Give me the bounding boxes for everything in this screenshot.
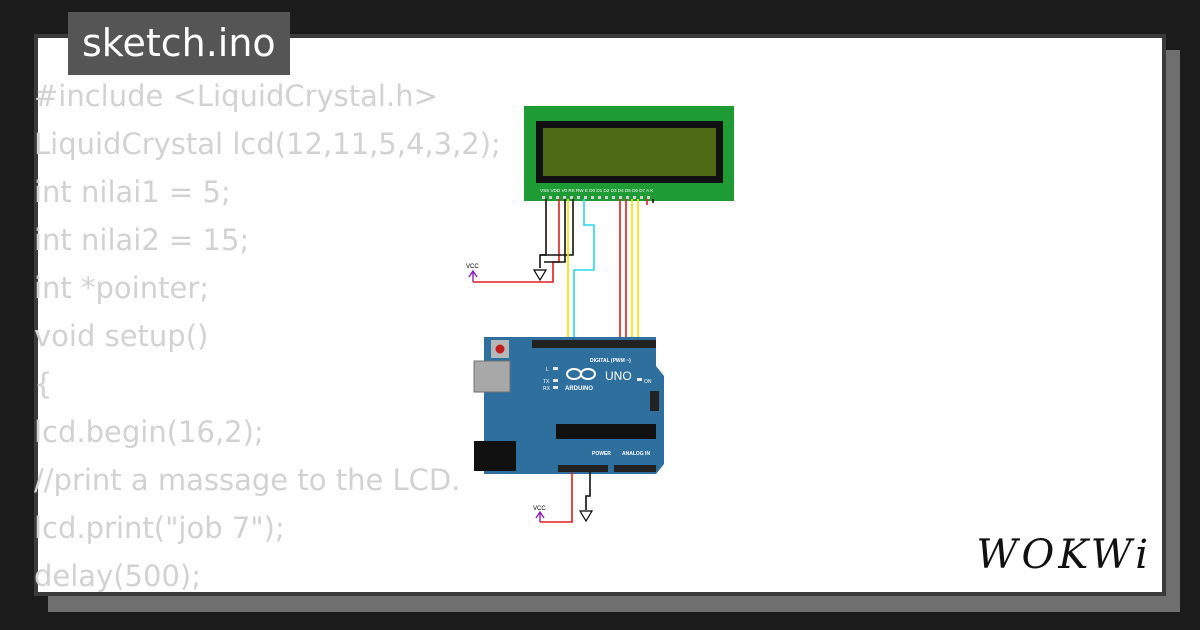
code-line: int nilai2 = 15;: [34, 223, 250, 257]
analog-label: ANALOG IN: [622, 451, 650, 457]
vcc-symbol-2: VCC: [533, 506, 546, 522]
lcd-pin-labels: VSS VDD V0 RS RW E D0 D1 D2 D3 D4 D5 D6 …: [540, 188, 654, 193]
microcontroller-chip: [556, 424, 656, 439]
code-line: lcd.print("job 7");: [34, 511, 285, 545]
status-leds: [553, 367, 642, 389]
lcd-power-wires: [473, 199, 654, 283]
lcd-screen: [543, 128, 716, 176]
code-line: #include <LiquidCrystal.h>: [34, 79, 438, 113]
code-line: LiquidCrystal lcd(12,11,5,4,3,2);: [34, 127, 501, 161]
lcd-pin-row: [542, 196, 650, 199]
svg-text:VCC: VCC: [533, 506, 546, 512]
arduino-board: [484, 337, 664, 474]
digital-header: [532, 340, 656, 348]
board-brand: ARDUINO: [565, 386, 593, 392]
reset-button-cap: [495, 344, 505, 354]
code-line: //print a massage to the LCD.: [34, 463, 461, 497]
signal-wires: [567, 199, 639, 340]
on-led-label: ON: [644, 379, 652, 385]
power-header: [558, 465, 608, 472]
led-tx-label: TX: [543, 379, 550, 385]
code-preview: #include <LiquidCrystal.h> LiquidCrystal…: [34, 72, 501, 600]
icsp-header: [650, 391, 659, 411]
code-line: {: [34, 367, 53, 401]
code-line: int nilai1 = 5;: [34, 175, 231, 209]
code-line: lcd.begin(16,2);: [34, 415, 264, 449]
ground-symbol-2: [578, 510, 594, 523]
board-model: UNO: [605, 369, 632, 383]
file-name-tag: sketch.ino: [68, 12, 290, 75]
power-jack: [474, 441, 516, 471]
board-power-wires: [540, 472, 591, 523]
vcc-symbol: VCC: [466, 264, 479, 282]
code-line: delay(500);: [34, 559, 201, 593]
power-label: POWER: [592, 451, 611, 457]
code-line: void setup(): [34, 319, 209, 353]
usb-port: [473, 360, 511, 393]
wokwi-logo: WOKWi: [976, 532, 1152, 578]
led-rx-label: RX: [543, 386, 551, 392]
arduino-logo: [566, 368, 596, 380]
code-line: int *pointer;: [34, 271, 210, 305]
svg-text:VCC: VCC: [466, 264, 479, 270]
analog-header: [614, 465, 656, 472]
ground-symbol: [532, 269, 548, 282]
digital-label: DIGITAL (PWM ~): [590, 358, 631, 364]
led-l-label: L: [546, 367, 549, 373]
